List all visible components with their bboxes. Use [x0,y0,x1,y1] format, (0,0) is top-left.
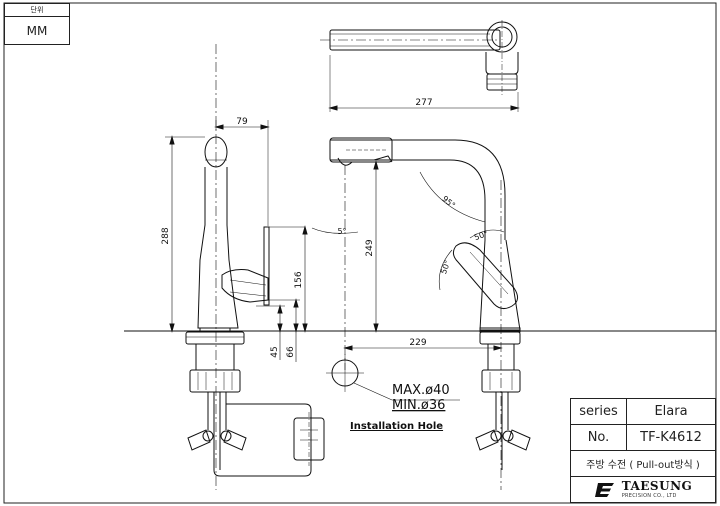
company-subtitle: PRECISION CO., LTD [621,493,677,499]
install-hole-min: MIN.ø36 [392,398,445,413]
install-hole-max: MAX.ø40 [392,383,450,398]
title-block: series Elara No. TF-K4612 주방 수전 ( Pull-o… [570,398,716,503]
series-value: Elara [654,404,688,419]
company-name: TAESUNG [621,479,693,493]
dim-45: 45 [270,346,280,357]
company-logo-icon [594,482,614,497]
unit-value: MM [26,24,48,38]
unit-box: 단위 MM [4,3,70,45]
title-row-series: series Elara [571,399,715,425]
title-row-description: 주방 수전 ( Pull-out방식 ) [571,451,715,477]
side-view [165,44,325,490]
angle-50-upper: 50° [473,229,489,242]
number-label: No. [571,425,627,450]
dim-277: 277 [415,98,432,108]
series-label: series [571,399,627,424]
dim-79: 79 [236,117,248,127]
dim-288: 288 [161,227,171,244]
product-description: 주방 수전 ( Pull-out방식 ) [586,460,700,471]
dim-66: 66 [286,346,296,358]
front-view [311,137,531,490]
dim-156: 156 [294,271,304,288]
title-row-company: TAESUNG PRECISION CO., LTD [571,477,715,502]
company-logo: TAESUNG PRECISION CO., LTD [571,477,715,502]
angle-50-lower: 50° [439,259,452,275]
dim-229: 229 [409,338,426,348]
unit-header: 단위 [5,4,69,17]
angle-5: 5° [337,227,346,236]
dim-249: 249 [365,239,375,256]
title-row-number: No. TF-K4612 [571,425,715,451]
number-value: TF-K4612 [640,430,702,445]
angle-95: 95° [440,194,457,210]
drawing-frame [3,2,717,504]
top-view [320,20,520,112]
install-hole-label: Installation Hole [350,421,443,432]
